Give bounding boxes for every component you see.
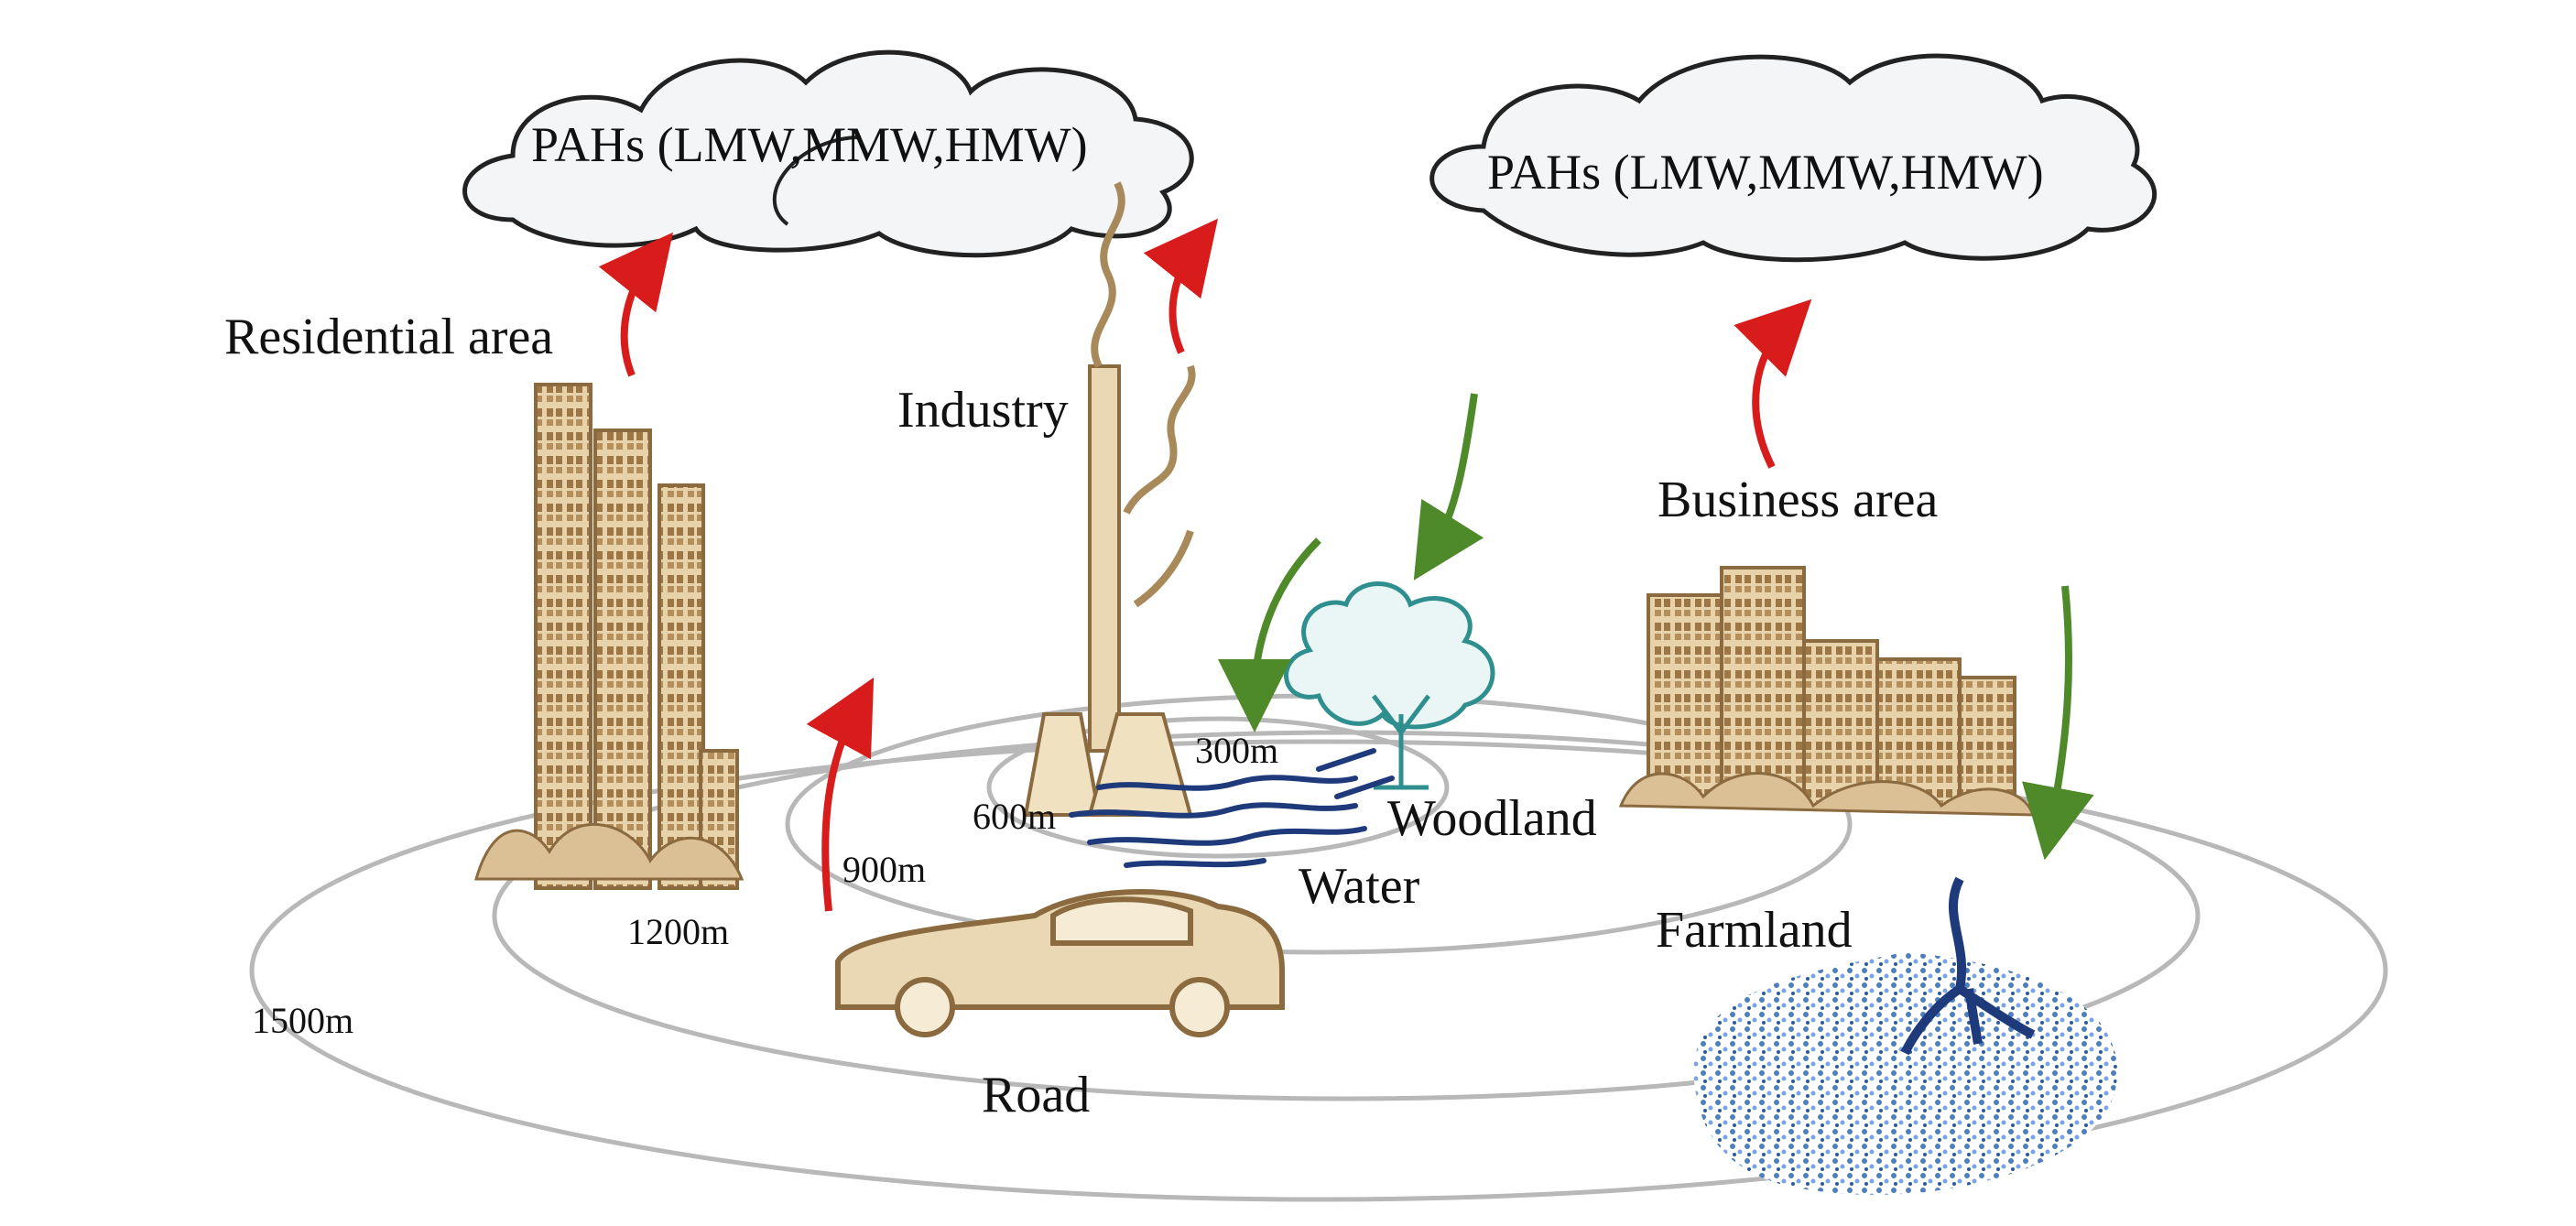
ring-600	[986, 716, 1450, 859]
label-business-area: Business area	[1658, 472, 1939, 528]
up-arrow-icon	[806, 677, 875, 912]
car-icon	[835, 889, 1285, 1037]
label-industry: Industry	[897, 382, 1069, 439]
ring-label-600m: 600m	[973, 796, 1057, 837]
down-arrow-icon	[1218, 537, 1321, 732]
label-road: Road	[982, 1067, 1091, 1123]
ring-1500	[249, 739, 2388, 1202]
ring-label-900m: 900m	[842, 849, 927, 890]
up-arrow-icon	[598, 232, 673, 377]
label-water: Water	[1299, 858, 1420, 915]
ring-label-1500m: 1500m	[252, 1000, 354, 1041]
up-arrow-icon	[1734, 298, 1812, 469]
down-arrow-icon	[1413, 393, 1484, 580]
up-arrow-icon	[1143, 218, 1218, 354]
cloud-icon	[462, 49, 1194, 258]
label-woodland: Woodland	[1387, 790, 1597, 847]
farmland-icon	[1693, 876, 2118, 1196]
distance-rings	[249, 693, 2388, 1202]
ring-label-300m: 300m	[1195, 730, 1279, 771]
cloud-icon	[1429, 53, 2157, 263]
label-farmland: Farmland	[1656, 902, 1853, 959]
cloud-label-left: PAHs (LMW,MMW,HMW)	[531, 117, 1088, 172]
label-residential-area: Residential area	[224, 309, 554, 365]
ring-label-1200m: 1200m	[627, 911, 730, 952]
down-arrow-icon	[2022, 585, 2094, 861]
building-icon	[1618, 566, 2036, 817]
cloud-label-right: PAHs (LMW,MMW,HMW)	[1487, 145, 2044, 200]
building-icon	[474, 383, 745, 890]
tree-icon	[1284, 581, 1495, 790]
water-icon	[1069, 748, 1395, 868]
